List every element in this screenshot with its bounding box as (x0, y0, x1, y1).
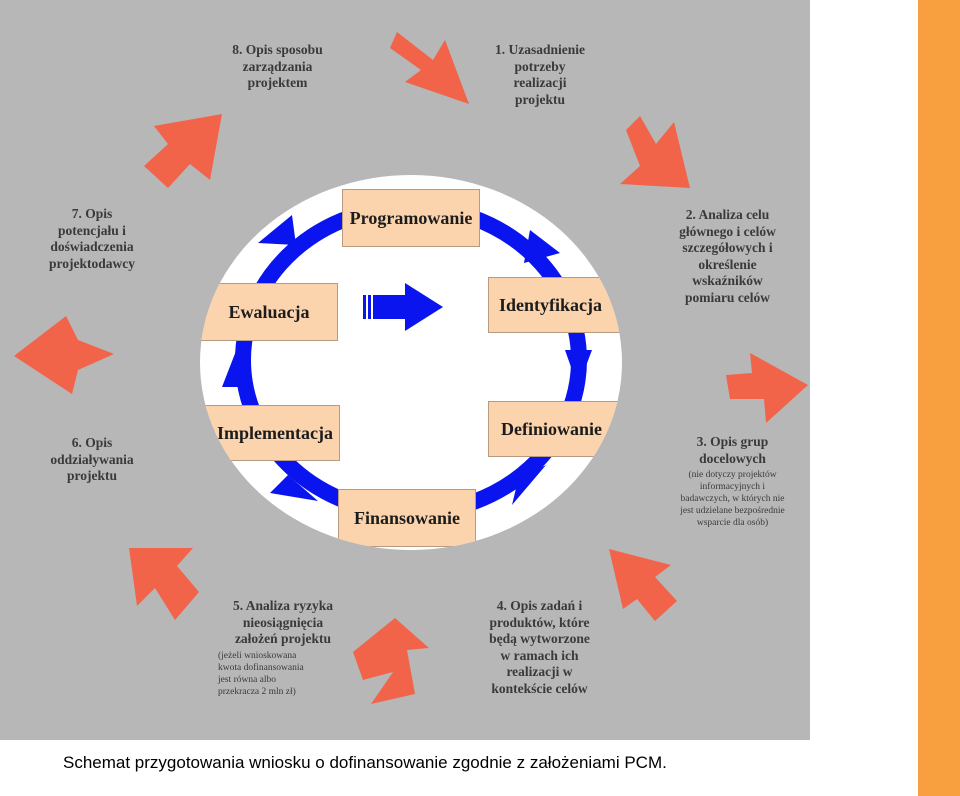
cycle-arrowhead-bottom-right (512, 465, 546, 505)
step-4: 4. Opis zadań i produktów, które będą wy… (462, 598, 617, 697)
box-definiowanie-label: Definiowanie (501, 418, 602, 439)
step-5-title: 5. Analiza ryzyka nieosiągnięcia założeń… (232, 598, 334, 646)
box-finansowanie: Finansowanie (338, 489, 476, 547)
cycle-arrowhead-top-right (524, 230, 560, 263)
step-1: 1. Uzasadnienie potrzeby realizacji proj… (470, 42, 610, 108)
step-7: 7. Opis potencjału i doświadczenia proje… (22, 206, 162, 272)
step-3: 3. Opis grup docelowych (nie dotyczy pro… (660, 434, 805, 529)
red-arrow-bottom-right (609, 549, 677, 621)
pcm-cycle: Programowanie Identyfikacja Definiowanie… (200, 175, 622, 550)
box-ewaluacja: Ewaluacja (200, 283, 338, 341)
box-ewaluacja-label: Ewaluacja (228, 301, 310, 322)
step-6-title: 6. Opis oddziaływania projektu (50, 435, 134, 483)
step-5: 5. Analiza ryzyka nieosiągnięcia założeń… (218, 598, 348, 698)
step-8: 8. Opis sposobu zarządzania projektem (205, 42, 350, 92)
step-1-title: 1. Uzasadnienie potrzeby realizacji proj… (494, 42, 585, 107)
box-implementacja-label: Implementacja (217, 422, 333, 443)
center-arrow (363, 283, 443, 331)
diagram-background: 1. Uzasadnienie potrzeby realizacji proj… (0, 0, 810, 740)
box-identyfikacja-label: Identyfikacja (499, 294, 602, 315)
step-7-title: 7. Opis potencjału i doświadczenia proje… (49, 206, 135, 271)
cycle-arrowhead-left (222, 351, 250, 387)
red-arrow-right-lower (726, 353, 808, 423)
orange-side-bar (918, 0, 960, 796)
red-arrow-right-upper (620, 116, 690, 188)
box-programowanie-label: Programowanie (349, 207, 473, 228)
step-8-title: 8. Opis sposobu zarządzania projektem (232, 42, 323, 90)
red-arrow-bottom-center (353, 618, 429, 704)
step-3-title: 3. Opis grup docelowych (696, 434, 769, 466)
box-definiowanie: Definiowanie (488, 401, 622, 457)
step-2-title: 2. Analiza celu głównego i celów szczegó… (679, 207, 776, 305)
cycle-arrowhead-bottom-left (270, 475, 318, 501)
box-identyfikacja: Identyfikacja (488, 277, 622, 333)
box-programowanie: Programowanie (342, 189, 480, 247)
red-arrow-top-right (390, 32, 469, 104)
red-arrow-left (14, 316, 114, 394)
figure-caption: Schemat przygotowania wniosku o dofinans… (63, 753, 667, 772)
step-2: 2. Analiza celu głównego i celów szczegó… (655, 207, 800, 306)
red-arrow-top-left (144, 114, 222, 188)
cycle-arrowhead-top-left (258, 215, 296, 245)
step-6: 6. Opis oddziaływania projektu (22, 435, 162, 485)
step-3-note: (nie dotyczy projektów informacyjnych i … (680, 470, 785, 528)
step-4-title: 4. Opis zadań i produktów, które będą wy… (489, 598, 590, 696)
box-finansowanie-label: Finansowanie (353, 507, 461, 528)
red-arrow-bottom-left (129, 548, 199, 620)
box-implementacja: Implementacja (200, 405, 340, 461)
cycle-arrowhead-right (565, 350, 592, 387)
step-5-note: (jeżeli wnioskowana kwota dofinansowania… (218, 650, 304, 697)
